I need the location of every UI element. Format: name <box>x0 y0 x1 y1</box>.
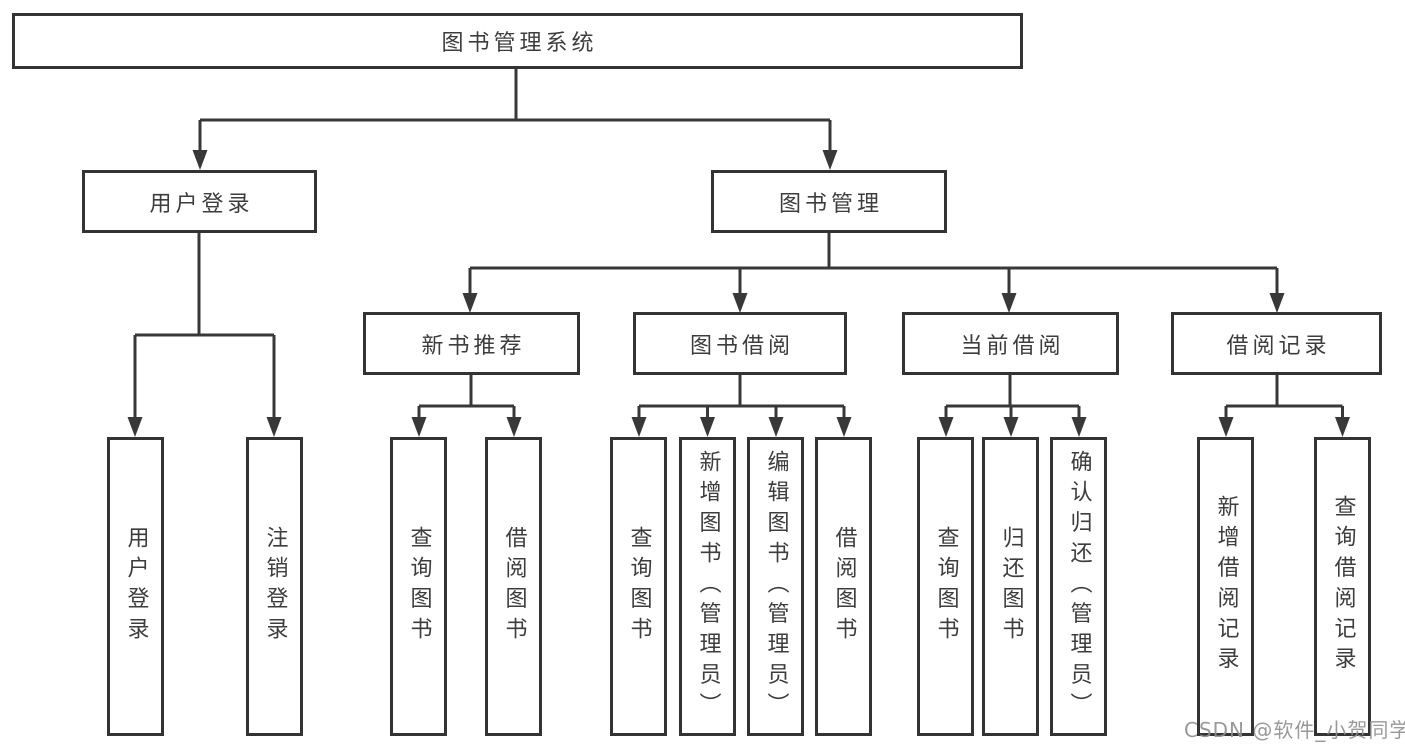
node-leaf-borrow-query-books: 查询图书 <box>610 437 667 736</box>
node-leaf-records-query-record-label: 查询借阅记录 <box>1330 495 1356 678</box>
node-leaf-current-query-books: 查询图书 <box>917 437 974 736</box>
node-current-borrow-label: 当前借阅 <box>960 333 1065 359</box>
arrowheads <box>127 150 1350 437</box>
node-leaf-current-confirm-return-admin: 确认归还（管理员） <box>1050 437 1107 736</box>
node-leaf-user-login-label: 用户登录 <box>123 525 149 648</box>
node-leaf-borrow-query-books-label: 查询图书 <box>626 525 652 648</box>
node-leaf-current-query-books-label: 查询图书 <box>933 525 959 648</box>
node-leaf-current-confirm-return-admin-label: 确认归还（管理员） <box>1066 449 1092 724</box>
node-leaf-borrow-edit-books-admin-label: 编辑图书（管理员） <box>763 449 789 724</box>
node-leaf-borrow-add-books-admin-label: 新增图书（管理员） <box>695 449 721 724</box>
node-borrow-records: 借阅记录 <box>1171 312 1382 375</box>
node-new-book-recommend-label: 新书推荐 <box>421 333 526 359</box>
node-user-login: 用户登录 <box>82 170 317 233</box>
node-leaf-user-login: 用户登录 <box>107 437 164 736</box>
node-leaf-recommend-query-books-label: 查询图书 <box>406 525 432 648</box>
node-leaf-borrow-borrow-books: 借阅图书 <box>815 437 872 736</box>
node-current-borrow: 当前借阅 <box>902 312 1119 375</box>
node-book-borrow: 图书借阅 <box>633 312 847 375</box>
node-library-system-label: 图书管理系统 <box>441 31 598 56</box>
connector-paths <box>133 69 1344 421</box>
node-leaf-logout-label: 注销登录 <box>262 525 288 648</box>
node-leaf-current-return-books: 归还图书 <box>982 437 1039 736</box>
node-book-borrow-label: 图书借阅 <box>689 333 794 359</box>
node-leaf-borrow-borrow-books-label: 借阅图书 <box>831 525 857 648</box>
node-leaf-records-add-record: 新增借阅记录 <box>1197 437 1254 736</box>
node-leaf-recommend-borrow-books-label: 借阅图书 <box>501 525 527 648</box>
watermark-text: CSDN @软件_小贺同学 <box>1184 718 1405 742</box>
node-leaf-recommend-borrow-books: 借阅图书 <box>485 437 542 736</box>
node-new-book-recommend: 新书推荐 <box>363 312 580 375</box>
node-leaf-records-add-record-label: 新增借阅记录 <box>1213 495 1239 678</box>
node-borrow-records-label: 借阅记录 <box>1226 333 1331 359</box>
node-library-system: 图书管理系统 <box>12 13 1023 69</box>
node-leaf-current-return-books-label: 归还图书 <box>998 525 1024 648</box>
node-leaf-records-query-record: 查询借阅记录 <box>1314 437 1371 736</box>
node-user-login-label: 用户登录 <box>149 191 254 217</box>
node-book-management: 图书管理 <box>711 170 947 233</box>
node-leaf-borrow-edit-books-admin: 编辑图书（管理员） <box>747 437 804 736</box>
node-book-management-label: 图书管理 <box>778 191 883 217</box>
node-leaf-recommend-query-books: 查询图书 <box>390 437 447 736</box>
node-leaf-logout: 注销登录 <box>246 437 303 736</box>
node-leaf-borrow-add-books-admin: 新增图书（管理员） <box>679 437 736 736</box>
